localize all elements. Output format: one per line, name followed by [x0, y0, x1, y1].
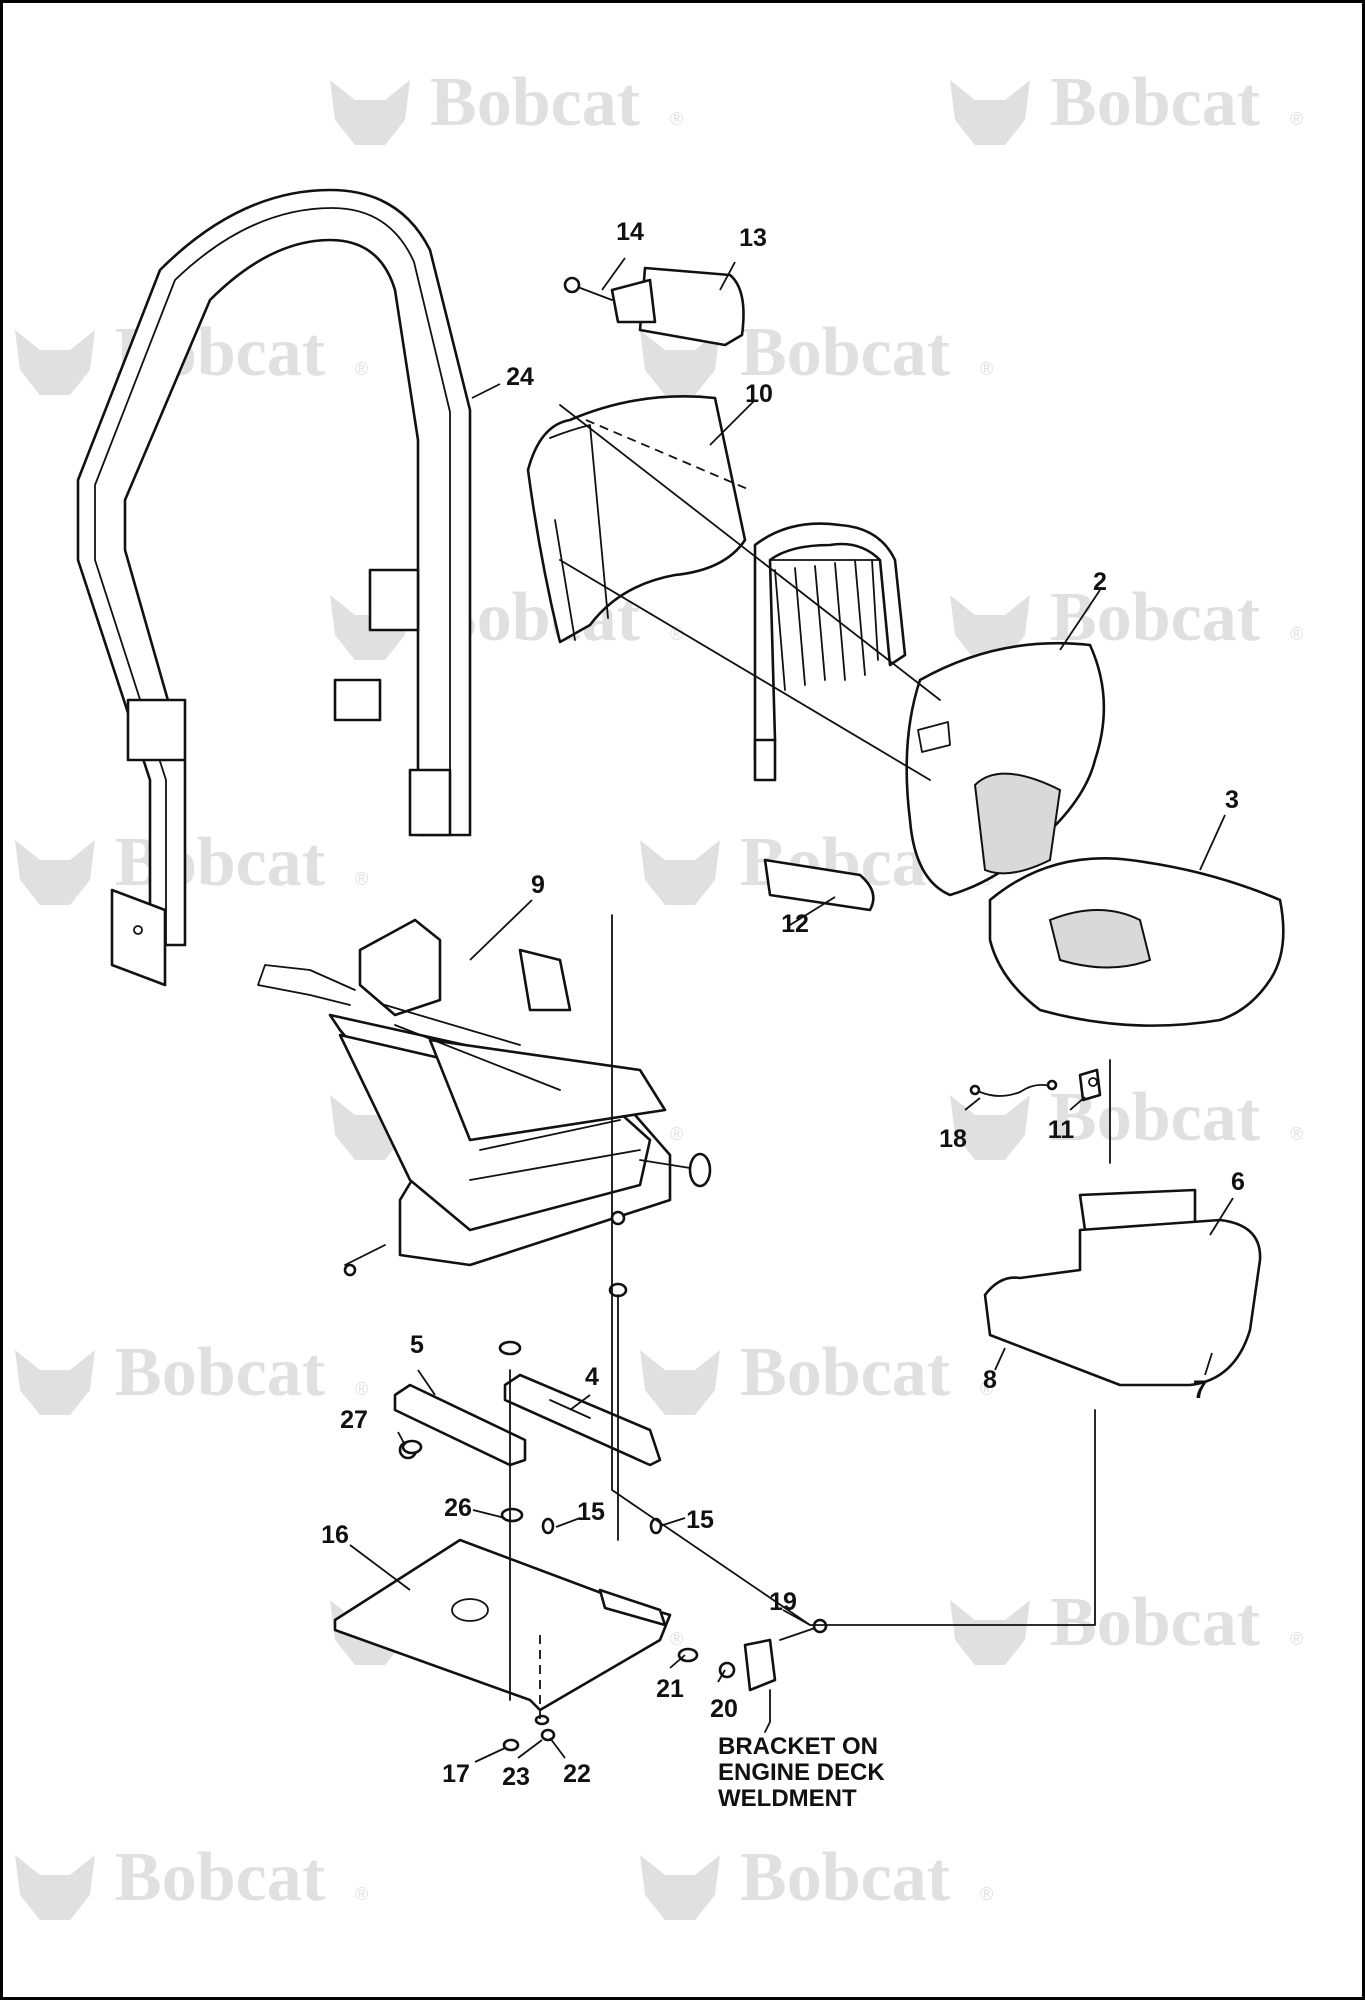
- registered-mark: ®: [980, 1884, 993, 1904]
- suspension-9: [257, 918, 712, 1277]
- callout-16: 16: [321, 1521, 349, 1549]
- callout-8: 8: [983, 1366, 997, 1394]
- callout-3: 3: [1225, 786, 1239, 814]
- bobcat-watermark: Bobcat ®: [640, 1334, 993, 1415]
- engine-deck-bracket: [677, 1618, 828, 1733]
- seat-cushion-3: [988, 857, 1285, 1027]
- note-line-3: WELDMENT: [718, 1785, 857, 1812]
- callout-leaders: [349, 257, 1234, 1763]
- bobcat-logo-icon: [330, 80, 410, 145]
- watermark-text: Bobcat: [740, 1839, 950, 1916]
- watermark-text: Bobcat: [430, 64, 640, 141]
- note-line-2: ENGINE DECK: [718, 1759, 885, 1786]
- callout-10: 10: [745, 380, 773, 408]
- callout-14: 14: [616, 218, 644, 246]
- callout-27: 27: [340, 1406, 368, 1434]
- callout-18: 18: [939, 1125, 967, 1153]
- callout-23: 23: [502, 1763, 530, 1791]
- switch-11: [1078, 1068, 1102, 1102]
- callout-17: 17: [442, 1760, 470, 1788]
- bracket-note: BRACKET ON ENGINE DECK WELDMENT: [718, 1733, 885, 1812]
- bobcat-watermark: Bobcat ®: [330, 64, 683, 145]
- bobcat-watermark: Bobcat ®: [640, 1839, 993, 1920]
- bobcat-logo-icon: [640, 1350, 720, 1415]
- watermark-text: Bobcat: [740, 1334, 950, 1411]
- watermark-text: Bobcat: [115, 1334, 325, 1411]
- callout-4: 4: [585, 1363, 599, 1391]
- registered-mark: ®: [1290, 624, 1303, 644]
- registered-mark: ®: [670, 1124, 683, 1144]
- armrest-12: [763, 858, 875, 912]
- registered-mark: ®: [670, 109, 683, 129]
- bobcat-logo-icon: [15, 330, 95, 395]
- seat-back-panel-10: [526, 395, 747, 644]
- registered-mark: ®: [355, 869, 368, 889]
- registered-mark: ®: [980, 1379, 993, 1399]
- registered-mark: ®: [670, 624, 683, 644]
- armrest-13: [563, 266, 745, 347]
- harness-18: [969, 1079, 1058, 1097]
- callout-15a: 15: [577, 1498, 605, 1526]
- registered-mark: ®: [355, 1379, 368, 1399]
- bobcat-logo-icon: [15, 1855, 95, 1920]
- watermark-text: Bobcat: [1050, 1584, 1260, 1661]
- seat-back-cushion-2: [905, 641, 1106, 897]
- callout-24: 24: [506, 363, 534, 391]
- watermark-text: Bobcat: [1050, 64, 1260, 141]
- registered-mark: ®: [670, 1629, 683, 1649]
- callout-2: 2: [1093, 568, 1107, 596]
- bobcat-logo-icon: [640, 330, 720, 395]
- callout-7: 7: [1193, 1376, 1207, 1404]
- callout-labels: 2 3 4 5 6 7 8 9 10 11 12 13 14 15 15 16 …: [321, 218, 1245, 1791]
- bobcat-watermark: Bobcat ®: [950, 579, 1303, 660]
- registered-mark: ®: [1290, 1629, 1303, 1649]
- watermark-text: Bobcat: [115, 824, 325, 901]
- callout-9: 9: [531, 871, 545, 899]
- callout-19: 19: [769, 1588, 797, 1616]
- registered-mark: ®: [355, 1884, 368, 1904]
- callout-22: 22: [563, 1760, 591, 1788]
- bobcat-watermark: Bobcat ®: [950, 1584, 1303, 1665]
- callout-13: 13: [739, 224, 767, 252]
- bobcat-logo-icon: [15, 1350, 95, 1415]
- callout-5: 5: [410, 1331, 424, 1359]
- callout-6: 6: [1231, 1168, 1245, 1196]
- watermark-text: Bobcat: [740, 314, 950, 391]
- registered-mark: ®: [355, 359, 368, 379]
- bobcat-watermark: Bobcat ®: [15, 1334, 368, 1415]
- note-line-1: BRACKET ON: [718, 1733, 878, 1760]
- watermark-text: Bobcat: [115, 1839, 325, 1916]
- callout-20: 20: [710, 1695, 738, 1723]
- callout-21: 21: [656, 1675, 684, 1703]
- bobcat-watermark: Bobcat ®: [950, 64, 1303, 145]
- callout-15b: 15: [686, 1506, 714, 1534]
- mount-plate-16: [333, 1538, 672, 1712]
- callout-12: 12: [781, 910, 809, 938]
- seat-cover-6: [983, 1188, 1262, 1387]
- bobcat-watermark: Bobcat ®: [640, 314, 993, 395]
- callout-26: 26: [444, 1494, 472, 1522]
- callout-11: 11: [1048, 1116, 1075, 1144]
- rops-frame: [76, 188, 472, 987]
- registered-mark: ®: [1290, 109, 1303, 129]
- registered-mark: ®: [980, 359, 993, 379]
- watermark-text: Bobcat: [1050, 579, 1260, 656]
- bobcat-watermark: Bobcat ®: [15, 1839, 368, 1920]
- bobcat-logo-icon: [950, 595, 1030, 660]
- seat-frame: [753, 522, 907, 782]
- registered-mark: ®: [1290, 1124, 1303, 1144]
- bobcat-logo-icon: [640, 840, 720, 905]
- bobcat-logo-icon: [15, 840, 95, 905]
- bobcat-logo-icon: [950, 1600, 1030, 1665]
- bobcat-logo-icon: [950, 80, 1030, 145]
- bobcat-logo-icon: [950, 1095, 1030, 1160]
- bobcat-logo-icon: [640, 1855, 720, 1920]
